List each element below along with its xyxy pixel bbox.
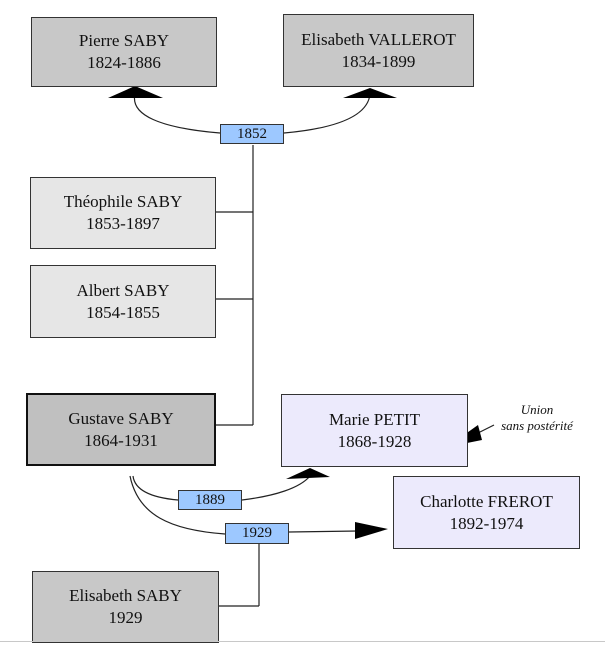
marriage-year-1852: 1852 [220, 124, 284, 144]
arc-1852-to-pierre [133, 93, 221, 134]
person-marie-petit: Marie PETIT 1868-1928 [281, 394, 468, 467]
marriage-year-1929: 1929 [225, 523, 289, 544]
person-name: Elisabeth VALLEROT [301, 29, 456, 49]
person-dates: 1929 [108, 608, 143, 627]
arrowhead-pierre [108, 86, 163, 98]
bottom-divider [0, 641, 605, 642]
person-gustave-saby: Gustave SABY 1864-1931 [26, 393, 216, 466]
person-dates: 1864-1931 [84, 430, 158, 450]
person-dates: 1824-1886 [87, 53, 161, 72]
arc-gustave-to-1889 [132, 475, 179, 501]
note-line-2: sans postérité [501, 418, 573, 433]
person-name: Gustave SABY [68, 408, 174, 428]
person-dates: 1834-1899 [341, 51, 416, 71]
person-name: Pierre SABY [78, 31, 170, 50]
person-name: Charlotte FREROT [420, 491, 553, 511]
arc-gustave-to-1929 [129, 475, 226, 535]
person-elisabeth-vallerot: Elisabeth VALLEROT 1834-1899 [283, 14, 474, 87]
person-albert-saby: Albert SABY 1854-1855 [30, 265, 216, 338]
person-dates: 1892-1974 [449, 513, 524, 533]
arc-1889-to-marie [241, 475, 311, 501]
note-union-sans-posterite: Union sans postérité [482, 402, 592, 434]
person-dates: 1868-1928 [337, 431, 412, 451]
person-elisabeth-saby: Elisabeth SABY 1929 [32, 571, 219, 643]
arrowhead-elisabeth [343, 88, 397, 98]
person-name: Elisabeth SABY [69, 586, 182, 605]
note-line-1: Union [520, 402, 554, 417]
marriage-year-1889: 1889 [178, 490, 242, 510]
person-name: Marie PETIT [328, 409, 421, 429]
person-dates: 1853-1897 [86, 214, 160, 233]
arc-1852-to-elisabeth [283, 93, 371, 134]
person-name: Théophile SABY [63, 192, 183, 211]
person-dates: 1854-1855 [86, 302, 160, 322]
person-name: Albert SABY [76, 280, 170, 300]
person-charlotte-frerot: Charlotte FREROT 1892-1974 [393, 476, 580, 549]
arrowhead-charlotte [355, 522, 388, 539]
person-pierre-saby: Pierre SABY 1824-1886 [31, 17, 217, 87]
line-1929-to-charlotte [288, 530, 359, 533]
person-theophile-saby: Théophile SABY 1853-1897 [30, 177, 216, 249]
arrowhead-marie [286, 468, 330, 479]
